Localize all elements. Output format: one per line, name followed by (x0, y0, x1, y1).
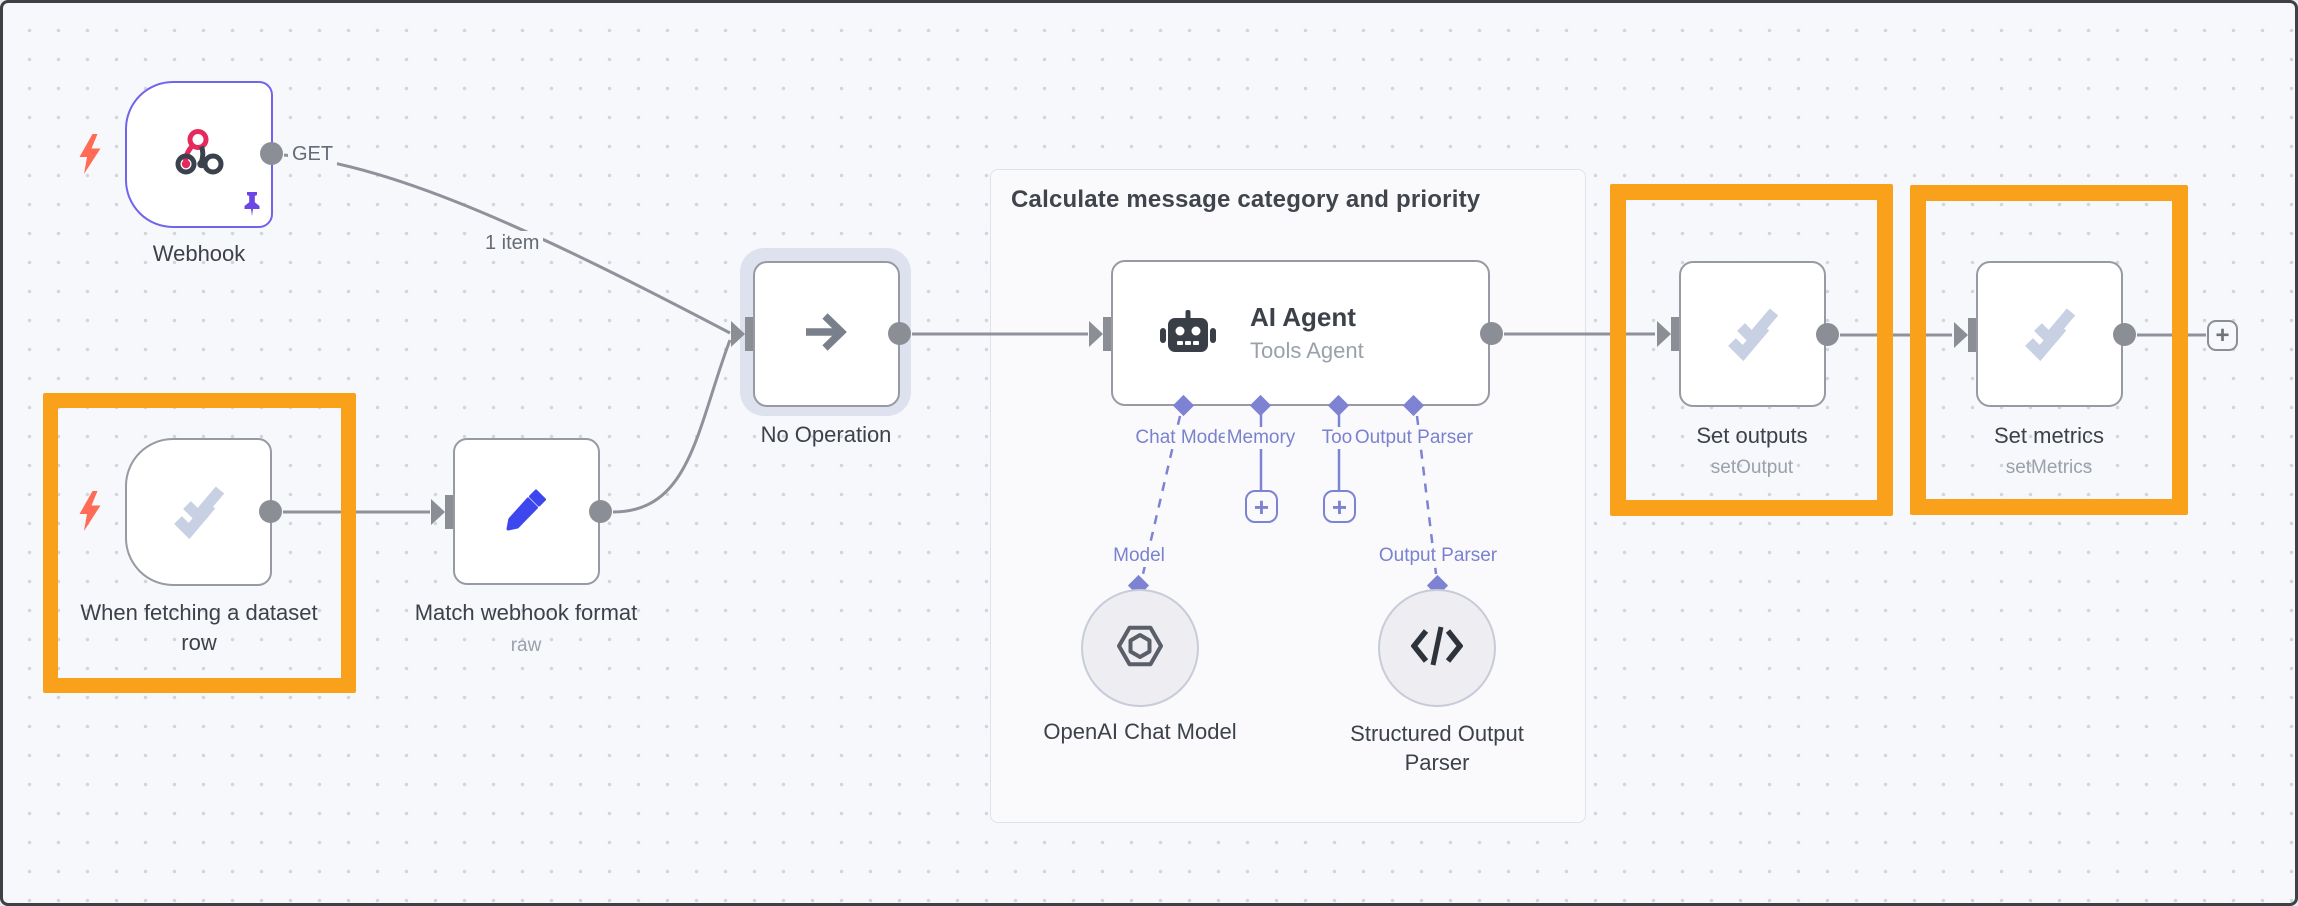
node-label-noop: No Operation (760, 422, 892, 447)
double-check-icon (167, 478, 231, 547)
webhook-icon (173, 126, 225, 183)
openai-icon (1114, 620, 1166, 677)
node-subtitle-set-metrics: setMetrics (2005, 457, 2093, 478)
group-title: Calculate message category and priority (1011, 186, 1481, 213)
plus-icon: + (1331, 491, 1348, 522)
agent-input-connector[interactable] (1089, 317, 1113, 351)
double-check-icon (2018, 300, 2082, 369)
code-brackets-icon (1410, 624, 1464, 673)
noop-input-connector[interactable] (731, 317, 755, 351)
add-node-button[interactable]: + (2207, 320, 2238, 351)
agent-output-dot[interactable] (1480, 322, 1503, 345)
port-label-memory: Memory (1224, 427, 1298, 449)
node-structured-output-parser[interactable] (1378, 589, 1496, 707)
double-check-icon (1721, 300, 1785, 369)
node-webhook[interactable] (125, 81, 273, 228)
port-label-output-parser: Output Parser (1352, 427, 1476, 449)
node-label-webhook: Webhook (152, 241, 246, 266)
lightning-trigger-icon (78, 491, 102, 536)
node-openai-chat-model[interactable] (1081, 589, 1199, 707)
noop-output-dot[interactable] (888, 322, 911, 345)
node-label-set-outputs: Set outputs (1696, 423, 1808, 448)
node-subtitle-match-format: raw (510, 635, 542, 656)
webhook-output-dot[interactable] (260, 142, 283, 165)
highlight-rect-dataset-trigger (43, 393, 356, 693)
pencil-icon (499, 481, 555, 542)
arrow-right-icon (798, 303, 856, 366)
port-label-tool: Tool (1319, 427, 1359, 449)
lightning-trigger-icon (78, 134, 102, 179)
node-set-outputs[interactable] (1679, 261, 1826, 407)
highlight-rect-set-metrics (1910, 185, 2188, 515)
wire-label-get: GET (288, 142, 338, 167)
setoutputs-output-dot[interactable] (1816, 323, 1839, 346)
add-memory-button[interactable]: + (1245, 490, 1278, 523)
node-label-ai-agent: AI Agent (1250, 302, 1356, 332)
node-set-metrics[interactable] (1976, 261, 2123, 407)
node-subtitle-ai-agent: Tools Agent (1250, 338, 1364, 363)
node-ai-agent[interactable]: AI Agent Tools Agent (1111, 260, 1490, 406)
highlight-rect-set-outputs (1610, 184, 1893, 516)
match-output-dot[interactable] (589, 500, 612, 523)
dataset-output-dot[interactable] (259, 500, 282, 523)
node-match-format[interactable] (453, 438, 600, 585)
setoutputs-input-connector[interactable] (1657, 317, 1681, 351)
node-label-set-metrics: Set metrics (1993, 423, 2105, 448)
setmetrics-output-dot[interactable] (2113, 323, 2136, 346)
node-label-parser: Structured Output Parser (1350, 721, 1524, 775)
node-noop[interactable] (753, 261, 900, 407)
plus-icon: + (2215, 321, 2230, 349)
match-input-connector[interactable] (431, 495, 455, 529)
node-dataset-trigger[interactable] (125, 438, 272, 586)
node-label-dataset-trigger: When fetching a dataset row (80, 600, 318, 655)
port-label-model: Model (1111, 545, 1167, 567)
plus-icon: + (1253, 491, 1270, 522)
robot-icon (1156, 308, 1220, 367)
node-label-openai: OpenAI Chat Model (1043, 719, 1237, 744)
connection-match-to-noop[interactable] (612, 339, 732, 514)
setmetrics-input-connector[interactable] (1954, 318, 1978, 352)
pin-icon (239, 191, 265, 222)
node-label-match-format: Match webhook format (414, 600, 638, 625)
node-subtitle-set-outputs: setOutput (1710, 457, 1794, 478)
wire-label-one-item: 1 item (481, 231, 544, 256)
port-label-output-parser-sub: Output Parser (1376, 545, 1500, 567)
add-tool-button[interactable]: + (1323, 490, 1356, 523)
port-label-chat-model: Chat Model (1133, 427, 1235, 449)
